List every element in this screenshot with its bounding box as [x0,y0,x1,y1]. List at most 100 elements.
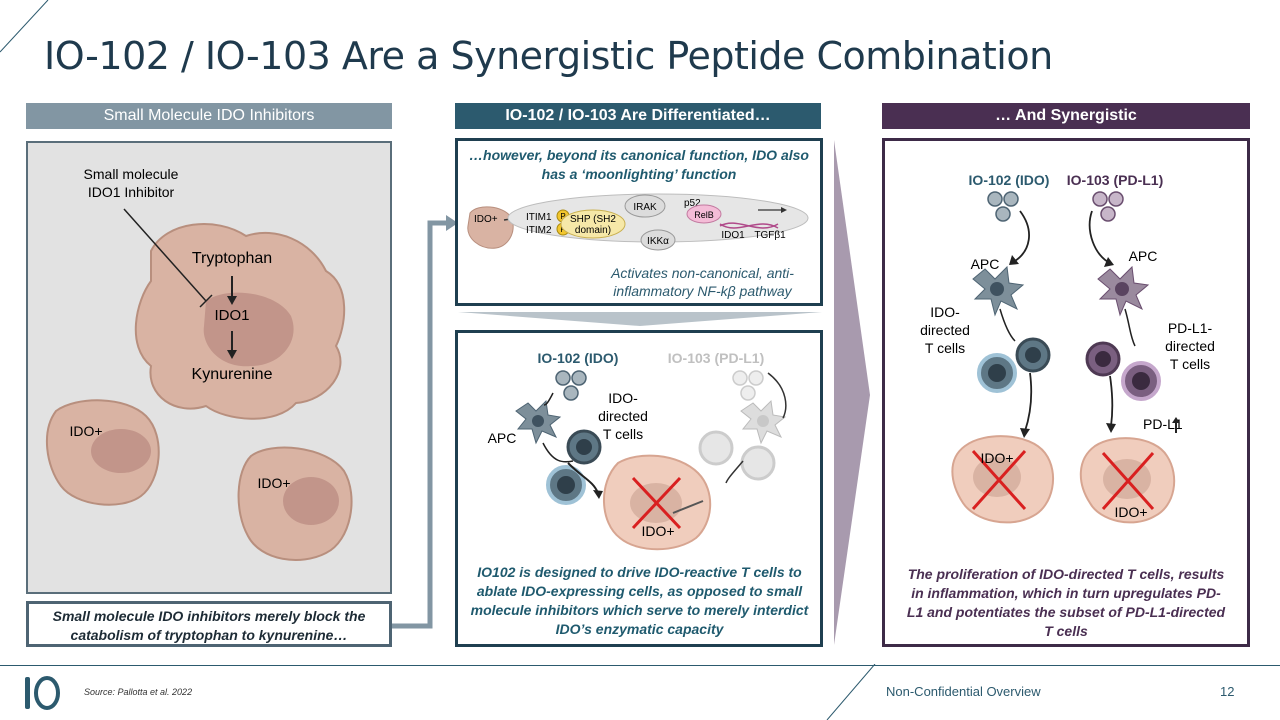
ikka-label: IKKα [647,236,669,247]
ido-directed-r1: IDO- [930,304,960,320]
inhibitor-label-1: Small molecule [84,166,179,182]
ido-directed-1: IDO- [608,390,638,406]
small-cell-1-nucleus [91,429,151,473]
relb-shape [686,204,722,224]
synergy-caption-3: L1 and potentiates the subset of PD-L1-d… [906,604,1226,620]
footer-slash [826,664,876,720]
apc-left-label: APC [971,256,1000,272]
source-citation: Source: Pallotta et al. 2022 [84,687,193,697]
synergy-illustration: IO-102 (IDO) IO-103 (PD-L1) APC APC IDO-… [920,172,1215,524]
relb-label: RelB [694,210,714,220]
page-number: 12 [1220,684,1235,699]
chevron-divider [458,312,822,326]
r-cross-r2 [1101,452,1155,510]
pdl1-directed-r2: directed [1165,338,1215,354]
mechanism-caption: IO102 is designed to drive IDO-reactive … [462,563,817,639]
io102-right-label: IO-102 (IDO) [969,172,1050,188]
mechanism-caption-3: molecule inhibitors which serve to merel… [470,602,809,618]
company-logo [25,676,60,710]
synergy-caption-4: T cells [1044,623,1088,639]
r-peptide-3 [995,206,1011,222]
ido-plus-label-2: IDO+ [257,475,290,491]
p-label-1: P [560,212,565,221]
connector-arrow [392,215,458,629]
tgfb1-label: TGFβ1 [754,230,786,241]
r-peptide-6 [1100,206,1116,222]
ido-plus-small: IDO+ [474,214,498,225]
itim2-label: ITIM2 [526,225,552,236]
irak-label: IRAK [633,202,657,213]
pdl1-up-label: PD-L1 [1143,416,1183,432]
corner-decoration [0,0,49,53]
mechanism-caption-4: IDO’s enzymatic capacity [555,621,724,637]
r-peptide-1 [987,191,1003,207]
pathway-note-1: Activates non-canonical, anti- [611,265,794,281]
peptide-1 [555,370,571,386]
header-small-molecule: Small Molecule IDO Inhibitors [26,103,392,129]
faded-t-cell-1 [698,430,734,466]
ido-directed-2: directed [598,408,648,424]
header-synergistic: … And Synergistic [882,103,1250,129]
faded-peptide-3 [740,385,756,401]
shp-label-1: SHP (SH2 [570,214,616,225]
left-panel-illustration: Small molecule IDO1 Inhibitor Tryptophan… [45,166,353,561]
synergy-caption: The proliferation of IDO-directed T cell… [890,565,1242,641]
pathway-note: Activates non-canonical, anti- inflammat… [590,264,815,300]
mechanism-caption-1: IO102 is designed to drive IDO-reactive … [477,564,802,580]
cross-line-2 [631,476,682,530]
shp-shape [560,209,626,239]
moonlighting-heading: …however, beyond its canonical function,… [460,146,818,184]
mechanism-caption-2: ablate IDO-expressing cells, as opposed … [476,583,803,599]
ido-plus-label-1: IDO+ [69,423,102,439]
footer-label: Non-Confidential Overview [886,684,1041,699]
synergy-caption-1: The proliferation of IDO-directed T cell… [907,566,1225,582]
synergy-caption-2: in inflammation, which in turn upregulat… [911,585,1221,601]
ido-directed-r2: directed [920,322,970,338]
synergy-box [882,138,1250,647]
ido-directed-3: T cells [603,426,643,442]
inhibitor-line [123,208,207,302]
ido-directed-r3: T cells [925,340,965,356]
r-peptide-4 [1092,191,1108,207]
ido1-label: IDO1 [214,307,249,324]
page-title: IO-102 / IO-103 Are a Synergistic Peptid… [44,34,1053,78]
io102-label: IO-102 (IDO) [538,350,619,366]
io103-right-label: IO-103 (PD-L1) [1067,172,1163,188]
faded-t-cell-2 [740,445,776,481]
ido-plus-cell [467,206,514,249]
left-caption: Small molecule IDO inhibitors merely blo… [26,601,392,647]
irak-shape [624,194,666,218]
small-cell-2-nucleus [283,477,339,525]
r-peptide-5 [1108,191,1124,207]
nfkb-pathway-diagram: IDO+ ITIM1 ITIM2 P P SHP (SH2 domain) IR… [467,193,809,251]
faded-peptide-2 [748,370,764,386]
kynurenine-label: Kynurenine [192,366,273,383]
header-differentiated: IO-102 / IO-103 Are Differentiated… [455,103,821,129]
tryptophan-label: Tryptophan [192,250,272,267]
apc-nucleus [532,415,544,427]
faded-peptide-1 [732,370,748,386]
ido-plus-target: IDO+ [641,523,674,539]
footer-divider [0,665,1280,666]
p52-label: p52 [684,198,701,209]
arrow-head-2 [227,350,237,359]
ido-plus-r-left: IDO+ [980,450,1013,466]
apc-right-label: APC [1129,248,1158,264]
large-right-arrow [834,140,870,645]
r-peptide-2 [1003,191,1019,207]
peptide-3 [563,385,579,401]
apc-label: APC [488,430,517,446]
ikka-shape [640,229,676,251]
itim1-label: ITIM1 [526,212,552,223]
inhibitor-bar [199,294,213,308]
left-caption-line-1: Small molecule IDO inhibitors merely blo… [52,608,366,624]
left-caption-line-2: catabolism of tryptophan to kynurenine… [70,627,348,643]
shp-label-2: domain) [575,225,611,236]
large-cell-nucleus [203,292,294,367]
moonlighting-heading-2: has a ‘moonlighting’ function [541,166,737,182]
peptide-2 [571,370,587,386]
r-cross-l2 [971,449,1027,511]
moonlighting-heading-1: …however, beyond its canonical function,… [469,147,809,163]
arrow-head-1 [227,296,237,305]
inhibitor-label-2: IDO1 Inhibitor [88,184,175,200]
